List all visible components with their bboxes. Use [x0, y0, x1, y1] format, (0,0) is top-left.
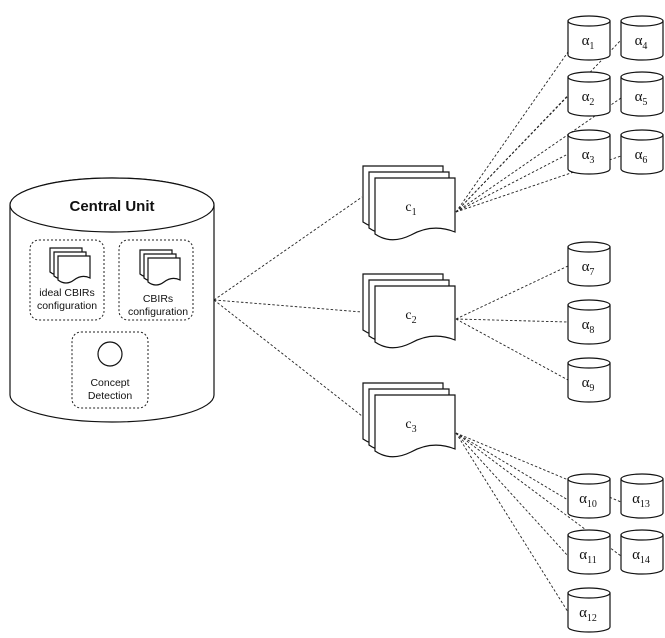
cbir-label-alpha11: α11 [579, 547, 597, 566]
concept-document-c2: c2 [362, 273, 456, 349]
database-cylinder-icon [620, 135, 664, 175]
link-central-c1 [213, 196, 363, 301]
cbir-label-alpha1: α1 [582, 33, 595, 52]
module-concept-detection: Concept Detection [71, 331, 149, 409]
cbir-label-alpha14: α14 [632, 547, 650, 566]
cbir-label-alpha5: α5 [635, 89, 648, 108]
database-cylinder-icon [620, 21, 664, 61]
cbir-label-alpha13: α13 [632, 491, 650, 510]
database-cylinder-top [567, 71, 611, 83]
cbir-label-alpha4: α4 [635, 33, 648, 52]
cbir-database-alpha14: α14 [620, 529, 664, 575]
database-cylinder-icon [567, 247, 611, 287]
concept-label-c3: c3 [405, 417, 416, 435]
database-cylinder-top [567, 357, 611, 369]
cbir-label-alpha9: α9 [582, 375, 595, 394]
module-cbirs-configuration: CBIRs configuration [118, 239, 194, 321]
module-cbirs-border [118, 239, 194, 321]
database-cylinder-icon [567, 21, 611, 61]
link-c1-a1 [455, 51, 569, 213]
database-cylinder-icon [620, 479, 664, 519]
database-cylinder-top [567, 129, 611, 141]
module-ideal-label-line1: ideal CBIRs [39, 287, 94, 299]
database-cylinder-icon [567, 535, 611, 575]
concept-documents: c1 c2 c3 [362, 165, 456, 458]
database-cylinder-icon [567, 135, 611, 175]
link-c2-a8 [455, 318, 569, 323]
cbir-label-alpha6: α6 [635, 147, 648, 166]
concept-document-c1: c1 [362, 165, 456, 241]
module-cbirs-label-line2: configuration [128, 306, 188, 318]
link-central-c3 [213, 299, 363, 417]
cbir-database-alpha13: α13 [620, 473, 664, 519]
link-c2-a7 [455, 265, 569, 320]
database-cylinder-top [620, 15, 664, 27]
link-central-c2 [213, 299, 363, 313]
database-cylinder-icon [567, 479, 611, 519]
document-page-3 [374, 394, 456, 458]
cbir-database-alpha12: α12 [567, 587, 611, 633]
cbir-databases: α1 α2 α3 α4 α5 α6 α7 α8 α9 α10 α11 α12 α13 α14 [567, 15, 664, 633]
link-c1-a4 [455, 39, 622, 213]
database-cylinder-top [567, 299, 611, 311]
concept-label-c1: c1 [405, 200, 416, 218]
database-cylinder-icon [620, 77, 664, 117]
cbir-database-alpha5: α5 [620, 71, 664, 117]
database-cylinder-top [567, 241, 611, 253]
module-cbirs-label-line1: CBIRs [143, 293, 173, 305]
cbir-database-alpha8: α8 [567, 299, 611, 345]
document-page-3 [374, 285, 456, 349]
module-ideal-label-line2: configuration [37, 300, 97, 312]
cbir-database-alpha2: α2 [567, 71, 611, 117]
module-concept-border [71, 331, 149, 409]
database-cylinder-icon [620, 535, 664, 575]
module-concept-label-line1: Concept [90, 377, 129, 389]
central-unit-title: Central Unit [69, 198, 154, 215]
link-c3-a12 [455, 432, 569, 613]
cbir-database-alpha7: α7 [567, 241, 611, 287]
database-cylinder-top [567, 15, 611, 27]
database-cylinder-top [567, 473, 611, 485]
database-cylinder-top [620, 129, 664, 141]
link-c3-a10 [455, 432, 569, 501]
database-cylinder-top [567, 587, 611, 599]
cbir-database-alpha11: α11 [567, 529, 611, 575]
cbir-label-alpha7: α7 [582, 259, 595, 278]
cbir-label-alpha3: α3 [582, 147, 595, 166]
cbir-database-alpha10: α10 [567, 473, 611, 519]
database-cylinder-icon [567, 305, 611, 345]
database-cylinder-top [620, 529, 664, 541]
database-cylinder-top [567, 529, 611, 541]
link-c1-a3 [455, 153, 569, 213]
document-page-3 [374, 177, 456, 241]
database-cylinder-icon [567, 363, 611, 403]
concept-document-c3: c3 [362, 382, 456, 458]
cbir-database-alpha6: α6 [620, 129, 664, 175]
cbir-database-alpha4: α4 [620, 15, 664, 61]
cbir-database-alpha1: α1 [567, 15, 611, 61]
link-c1-a5 [455, 97, 622, 213]
link-c3-a11 [455, 432, 569, 557]
cbir-label-alpha12: α12 [579, 605, 597, 624]
central-unit-cylinder-top [9, 177, 215, 233]
module-ideal-border [29, 239, 105, 321]
cbir-database-alpha9: α9 [567, 357, 611, 403]
database-cylinder-icon [567, 77, 611, 117]
module-concept-label-line2: Detection [88, 390, 133, 402]
cbir-label-alpha8: α8 [582, 317, 595, 336]
link-c2-a9 [455, 318, 569, 381]
database-cylinder-top [620, 71, 664, 83]
ideal-document-stack-icon [49, 247, 91, 284]
module-ideal-cbirs-configuration: ideal CBIRs configuration [29, 239, 105, 321]
cbir-label-alpha2: α2 [582, 89, 595, 108]
database-cylinder-icon [567, 593, 611, 633]
database-cylinder-top [620, 473, 664, 485]
concept-circle-icon [97, 341, 123, 367]
central-unit: Central Unit ideal CBIRs configuration C… [9, 177, 215, 423]
concept-label-c2: c2 [405, 308, 416, 326]
cbirs-document-stack-icon [139, 249, 181, 286]
cbir-label-alpha10: α10 [579, 491, 597, 510]
cbir-database-alpha3: α3 [567, 129, 611, 175]
